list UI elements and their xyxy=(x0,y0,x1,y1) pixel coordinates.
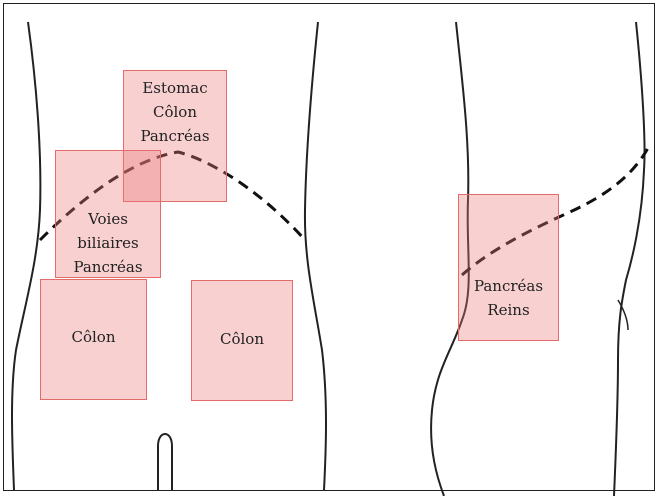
front-navel-outline xyxy=(158,434,172,490)
zone-colon-left-label: Côlon xyxy=(72,325,116,349)
zone-colon-right: Côlon xyxy=(191,280,293,401)
front-torso-right-contour xyxy=(305,22,326,490)
zone-estomac-colon-pancreas-label: Estomac Côlon Pancréas xyxy=(140,76,209,148)
zone-voies-biliaires-pancreas: Voies biliaires Pancréas xyxy=(55,150,161,278)
side-torso-back-contour xyxy=(614,22,645,496)
zone-pancreas-reins: Pancréas Reins xyxy=(458,194,559,341)
zone-voies-biliaires-pancreas-label: Voies biliaires Pancréas xyxy=(73,207,142,279)
front-torso-left-contour xyxy=(12,22,40,490)
zone-pancreas-reins-label: Pancréas Reins xyxy=(474,274,543,322)
zone-colon-right-label: Côlon xyxy=(220,327,264,351)
zone-colon-left: Côlon xyxy=(40,279,147,400)
